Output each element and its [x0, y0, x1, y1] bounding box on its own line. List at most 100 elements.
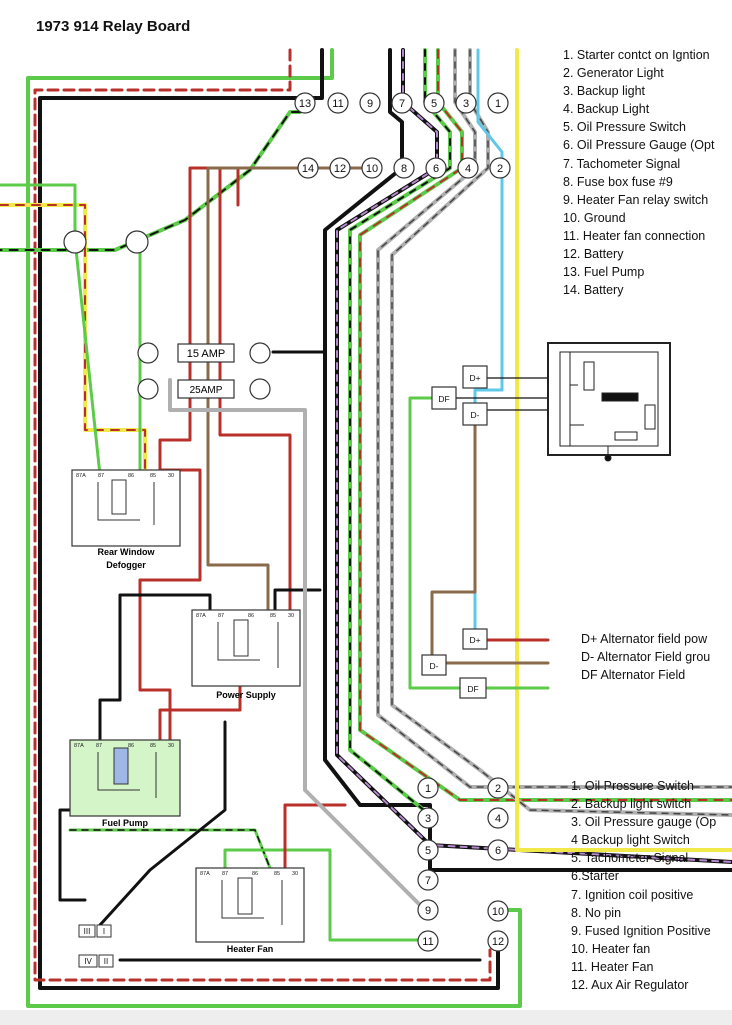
- pin-label: 6: [433, 163, 439, 175]
- legend-item: 6. Oil Pressure Gauge (Opt: [563, 138, 715, 153]
- wire-red-12: [218, 166, 340, 612]
- wire-black-fuel-loop: [98, 720, 227, 927]
- pin-label: 11: [332, 98, 343, 110]
- pin-label: 10: [492, 906, 504, 918]
- legend-item: 10. Heater fan: [571, 941, 651, 956]
- voltage-regulator: [547, 342, 671, 462]
- wire-red-supply-fuel: [158, 683, 242, 742]
- wire-brown-10: [206, 166, 372, 612]
- terminal-dminus-alt: [421, 654, 447, 676]
- svg-text:87: 87: [218, 613, 224, 619]
- fuse-15-box: [177, 343, 235, 363]
- svg-text:86: 86: [128, 743, 134, 749]
- pin-label: 2: [495, 783, 501, 795]
- terminal-label: D+: [469, 373, 480, 383]
- terminal-df-reg: [431, 386, 457, 410]
- svg-text:86: 86: [128, 473, 134, 479]
- legend-item: 13. Fuel Pump: [563, 265, 645, 280]
- diagram-title: 1973 914 Relay Board: [36, 18, 191, 35]
- wire-gray-to-9: [168, 378, 422, 907]
- legend-item: 11. Heater Fan: [571, 959, 654, 974]
- bottom-bar: [0, 1010, 732, 1025]
- pin-label: 6: [495, 845, 501, 857]
- fuse-terminal: [137, 342, 159, 364]
- legend-top-connector: 1. Starter contct on Igntion 2. Generato…: [563, 46, 714, 299]
- legend-item: 4 Backup light Switch: [571, 833, 690, 848]
- legend-item: 5. Tachometer Signal: [571, 851, 689, 866]
- ground-label: I: [103, 927, 105, 936]
- wire-black-trunk: [323, 48, 732, 872]
- terminal-dminus-reg: [462, 402, 488, 426]
- wire-green-dashed-diagonal: [0, 110, 302, 252]
- legend-item: DF Alternator Field: [581, 668, 686, 683]
- pin-label: 12: [334, 163, 346, 175]
- relay-heater-fan: Heater Fan: [195, 867, 305, 954]
- legend-item: 8. Fuse box fuse #9: [563, 174, 673, 189]
- wire-green-df: [408, 396, 462, 690]
- wire-red-outer: [33, 48, 492, 982]
- fuse-25-box: [177, 379, 235, 399]
- wire-black-fuel-down: [58, 808, 87, 902]
- fuse-25-label: 25AMP: [190, 385, 223, 396]
- relay-socket: [63, 230, 87, 254]
- relay-socket: [125, 230, 149, 254]
- legend-item: 2. Backup light switch: [571, 797, 692, 812]
- svg-text:87: 87: [222, 871, 228, 877]
- wire-red-12b: [236, 166, 340, 207]
- pin-label: 14: [302, 163, 314, 175]
- fuse-terminal: [137, 378, 159, 400]
- relay-label: Defogger: [106, 560, 146, 570]
- relay-label: Power Supply: [216, 690, 276, 700]
- pin-label: 11: [422, 936, 433, 948]
- pin-label: 13: [299, 98, 311, 110]
- fuse-terminal: [249, 378, 271, 400]
- svg-text:87: 87: [96, 743, 102, 749]
- pin-label: 9: [425, 905, 431, 917]
- svg-text:86: 86: [252, 871, 258, 877]
- pin-label: 5: [425, 845, 431, 857]
- svg-text:87A: 87A: [200, 871, 210, 877]
- legend-item: 7. Ignition coil positive: [571, 887, 694, 902]
- wire-red-heater: [283, 803, 347, 870]
- pin-label: 2: [497, 163, 503, 175]
- ground-blocks: [78, 924, 114, 968]
- svg-text:85: 85: [270, 613, 276, 619]
- pin-label: 7: [399, 98, 405, 110]
- top-connector: [294, 92, 511, 179]
- legend-item: 9. Heater Fan relay switch: [563, 192, 709, 207]
- legend-item: D+ Alternator field pow: [581, 632, 708, 646]
- terminal-label: D-: [471, 410, 480, 420]
- legend-item: 11. Heater fan connection: [563, 228, 706, 243]
- pin-label: 3: [425, 813, 431, 825]
- svg-text:85: 85: [274, 871, 280, 877]
- legend-item: 8. No pin: [571, 905, 622, 920]
- terminal-dplus-alt: [462, 628, 488, 650]
- legend-item: 14. Battery: [563, 283, 624, 298]
- svg-text:30: 30: [168, 473, 174, 479]
- legend-item: D- Alternator Field grou: [581, 650, 711, 665]
- ground-label: II: [104, 957, 108, 966]
- legend-item: 5. Oil Pressure Switch: [563, 120, 686, 135]
- wire-black-supply2: [273, 588, 322, 612]
- svg-text:87A: 87A: [76, 473, 86, 479]
- legend-item: 12. Aux Air Regulator: [571, 978, 689, 993]
- wire-brown-dminus: [430, 418, 477, 657]
- pin-label: 9: [367, 98, 373, 110]
- pin-label: 10: [366, 163, 378, 175]
- pin-label: 1: [495, 98, 501, 110]
- svg-text:87: 87: [98, 473, 104, 479]
- legend-item: 3. Oil Pressure gauge (Op: [571, 815, 717, 830]
- alternator-terminals: [421, 365, 488, 699]
- wire-yellow: [515, 48, 732, 852]
- legend-bottom-connector: 1. Oil Pressure Switch 2. Backup light s…: [571, 777, 716, 994]
- relay-label: Heater Fan: [227, 944, 274, 954]
- legend-item: 3. Backup light: [563, 84, 645, 99]
- relay-power-supply: Power Supply: [191, 609, 301, 700]
- wire-green-outer: [26, 48, 522, 1008]
- legend-item: 9. Fused Ignition Positive: [571, 923, 711, 938]
- relay-label: Rear Window: [98, 547, 156, 557]
- wire-red-rear-to-fuel: [138, 468, 202, 742]
- legend-item: 10. Ground: [563, 210, 626, 225]
